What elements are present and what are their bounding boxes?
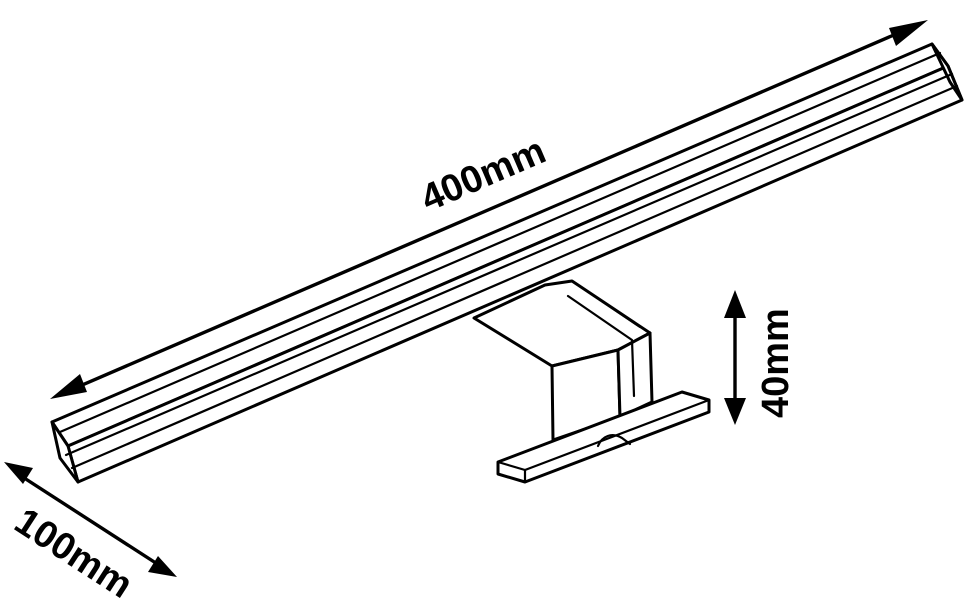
length-arrowhead-right xyxy=(889,20,928,46)
length-arrowhead-left xyxy=(50,374,87,399)
height-dimension: 40mm xyxy=(724,290,797,425)
height-arrowhead-top xyxy=(724,290,746,318)
mounting-bracket xyxy=(472,279,711,484)
depth-dimension: 100mm xyxy=(4,462,177,607)
depth-arrowhead-top xyxy=(4,462,33,484)
length-label: 400mm xyxy=(415,130,552,220)
light-bar xyxy=(50,42,964,484)
depth-label: 100mm xyxy=(7,500,140,607)
depth-arrowhead-bottom xyxy=(148,556,177,577)
height-label: 40mm xyxy=(755,308,797,418)
height-arrowhead-bottom xyxy=(724,398,746,425)
